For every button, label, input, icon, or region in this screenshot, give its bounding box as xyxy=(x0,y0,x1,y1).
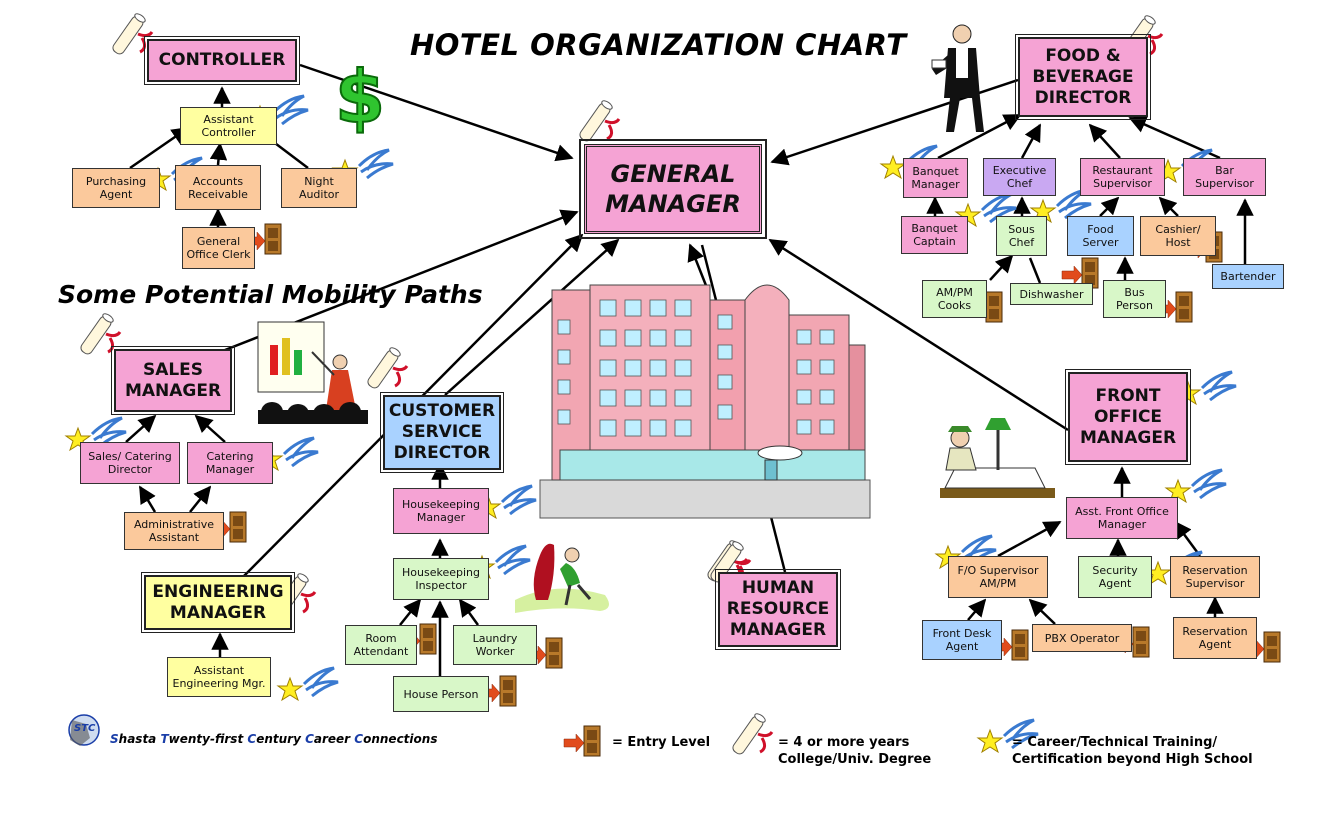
node-general-manager: GENERAL MANAGER xyxy=(579,139,767,239)
node-food-server: Food Server xyxy=(1067,216,1134,256)
path-hr-gm xyxy=(700,244,787,573)
node-accounts-receivable: Accounts Receivable xyxy=(175,165,261,210)
legend-degree: = 4 or more years College/Univ. Degree xyxy=(778,735,932,767)
node-housekeeping-manager: Housekeeping Manager xyxy=(393,488,489,534)
node-sous-chef: Sous Chef xyxy=(996,216,1047,256)
node-controller: CONTROLLER xyxy=(144,36,300,85)
node-am-pm-cooks: AM/PM Cooks xyxy=(922,280,987,318)
node-human-resource-manager: HUMAN RESOURCE MANAGER xyxy=(715,569,841,650)
node-cashier-host: Cashier/ Host xyxy=(1140,216,1216,256)
node-purchasing-agent: Purchasing Agent xyxy=(72,168,160,208)
node-room-attendant: Room Attendant xyxy=(345,625,417,665)
node-restaurant-supervisor: Restaurant Supervisor xyxy=(1080,158,1165,196)
node-assistant-engineering-mgr: Assistant Engineering Mgr. xyxy=(167,657,271,697)
node-administrative-assistant: Administrative Assistant xyxy=(124,512,224,550)
node-banquet-manager: Banquet Manager xyxy=(903,158,968,198)
node-reservation-supervisor: Reservation Supervisor xyxy=(1170,556,1260,598)
node-engineering-manager: ENGINEERING MANAGER xyxy=(141,572,295,633)
node-banquet-captain: Banquet Captain xyxy=(901,216,968,254)
node-customer-service-director: CUSTOMER SERVICE DIRECTOR xyxy=(380,392,504,473)
path-fom-gm xyxy=(768,238,1069,432)
node-pbx-operator: PBX Operator xyxy=(1032,624,1132,652)
node-bartender: Bartender xyxy=(1212,264,1284,289)
node-laundry-worker: Laundry Worker xyxy=(453,625,537,665)
footer-organization: Shasta Twenty-first Century Career Conne… xyxy=(110,732,438,746)
node-housekeeping-inspector: Housekeeping Inspector xyxy=(393,558,489,600)
node-front-office-manager: FRONT OFFICE MANAGER xyxy=(1065,369,1191,465)
node-dishwasher: Dishwasher xyxy=(1010,283,1093,305)
stc-logo-text: STC xyxy=(74,723,96,734)
path-fb-gm xyxy=(770,78,1019,166)
node-fo-supervisor: F/O Supervisor AM/PM xyxy=(948,556,1048,598)
node-security-agent: Security Agent xyxy=(1078,556,1152,598)
node-catering-manager: Catering Manager xyxy=(187,442,273,484)
node-food-beverage-director: FOOD & BEVERAGE DIRECTOR xyxy=(1015,34,1151,120)
legend-entry-level: = Entry Level xyxy=(612,735,711,750)
node-front-desk-agent: Front Desk Agent xyxy=(922,620,1002,660)
page-title: HOTEL ORGANIZATION CHART xyxy=(410,28,907,62)
legend-training: = Career/Technical Training/ Certificati… xyxy=(1012,735,1253,767)
node-asst-front-office-manager: Asst. Front Office Manager xyxy=(1066,497,1178,539)
node-executive-chef: Executive Chef xyxy=(983,158,1056,196)
node-assistant-controller: Assistant Controller xyxy=(180,107,277,145)
node-sales-manager: SALES MANAGER xyxy=(111,346,235,415)
node-night-auditor: Night Auditor xyxy=(281,168,357,208)
node-general-office-clerk: General Office Clerk xyxy=(182,227,255,269)
path-building-gm xyxy=(687,243,709,289)
node-bar-supervisor: Bar Supervisor xyxy=(1183,158,1266,196)
node-sales-catering-director: Sales/ Catering Director xyxy=(80,442,180,484)
page-subtitle: Some Potential Mobility Paths xyxy=(58,280,483,309)
node-bus-person: Bus Person xyxy=(1103,280,1166,318)
node-reservation-agent: Reservation Agent xyxy=(1173,617,1257,659)
path-controller-gm xyxy=(299,63,574,162)
path-csd-gm xyxy=(444,238,620,396)
node-house-person: House Person xyxy=(393,676,489,712)
